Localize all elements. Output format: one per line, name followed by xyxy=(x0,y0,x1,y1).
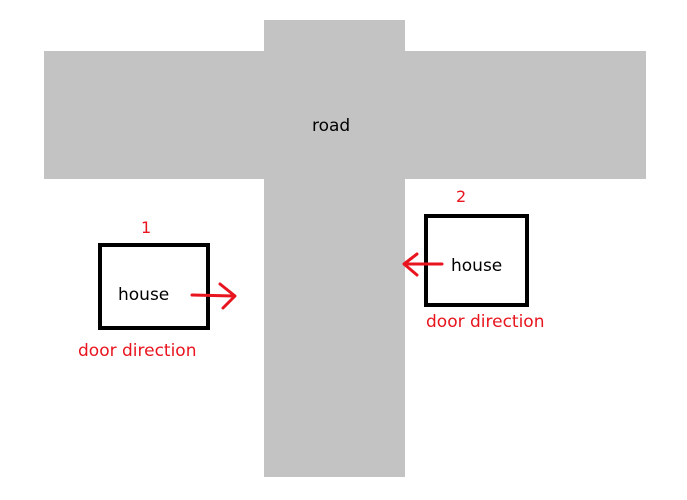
house-1-door-label: door direction xyxy=(78,341,197,361)
house-2-number: 2 xyxy=(456,187,467,206)
house-1-label: house xyxy=(118,285,170,305)
house-2-label: house xyxy=(451,256,503,276)
house-2-door-label: door direction xyxy=(426,312,545,332)
door-arrow-left-icon xyxy=(402,252,444,277)
house-1-number: 1 xyxy=(141,218,152,237)
house-2 xyxy=(424,214,529,307)
house-1 xyxy=(98,243,210,330)
door-arrow-right-icon xyxy=(190,282,237,310)
road-label: road xyxy=(312,116,351,136)
road-horizontal-segment xyxy=(44,51,646,179)
